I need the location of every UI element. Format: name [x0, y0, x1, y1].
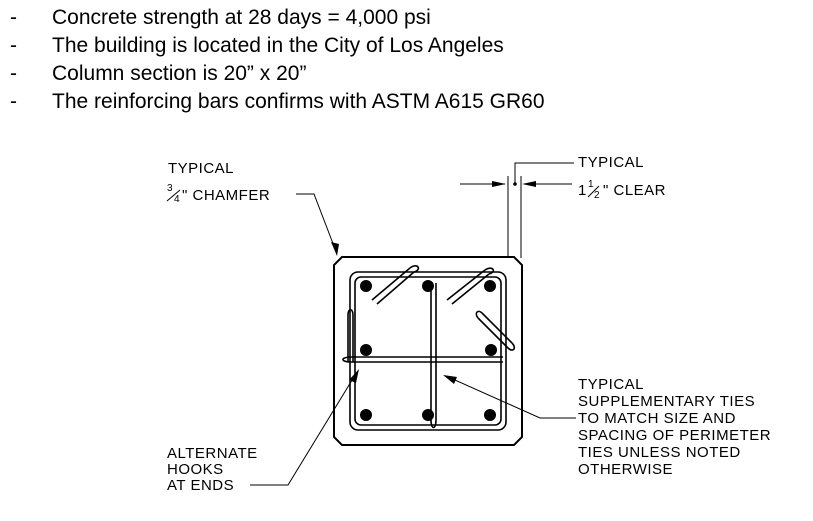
- ties-label-line5: TIES UNLESS NOTED: [578, 444, 741, 461]
- rebar-dot: [360, 280, 372, 292]
- chamfer-arrowhead: [331, 242, 339, 256]
- tie-hook-right: [475, 310, 516, 351]
- hooks-label-line3: AT ENDS: [167, 477, 234, 494]
- clear-arrowhead-right: [522, 181, 536, 187]
- note-item: - Column section is 20” x 20”: [0, 60, 700, 88]
- clear-dimension-dot: [513, 182, 517, 186]
- hooks-label-line1: ALTERNATE: [167, 445, 258, 462]
- column-outline: [333, 256, 523, 446]
- rebar-bars: [360, 280, 497, 421]
- clear-fraction-numerator: 1: [588, 179, 594, 190]
- clear-fraction-denominator: 2: [594, 190, 600, 201]
- chamfer-size-label: 3 4 " CHAMFER: [166, 183, 270, 205]
- hooks-label-line2: HOOKS: [167, 461, 224, 478]
- note-text: The building is located in the City of L…: [52, 34, 504, 57]
- tie-hook-left: [347, 308, 354, 362]
- hooks-leader: [250, 371, 358, 486]
- note-text: Column section is 20” x 20”: [52, 62, 307, 85]
- clear-whole-number: 1: [578, 182, 587, 199]
- ties-label-line2: SUPPLEMENTARY TIES: [578, 393, 755, 410]
- chamfer-fraction-denominator: 4: [174, 194, 180, 205]
- clear-text: " CLEAR: [603, 182, 666, 199]
- note-dash: -: [10, 6, 17, 29]
- perimeter-tie: [349, 271, 507, 431]
- rebar-dot: [484, 409, 496, 421]
- note-text: The reinforcing bars confirms with ASTM …: [52, 90, 545, 113]
- note-dash: -: [10, 34, 17, 57]
- chamfer-fraction-numerator: 3: [167, 183, 173, 194]
- clear-typical-label: TYPICAL: [578, 154, 644, 171]
- tie-hook-top: [371, 265, 420, 305]
- note-item: - Concrete strength at 28 days = 4,000 p…: [0, 4, 700, 32]
- note-dash: -: [10, 62, 17, 85]
- ties-label-line4: SPACING OF PERIMETER: [578, 427, 771, 444]
- rebar-dot: [422, 280, 434, 292]
- horizontal-tie: [342, 356, 503, 363]
- tie-hook-top-right: [446, 267, 495, 305]
- rebar-dot: [484, 280, 496, 292]
- note-item: - The building is located in the City of…: [0, 32, 700, 60]
- rebar-dot: [360, 344, 372, 356]
- clear-arrowhead-left: [492, 181, 506, 187]
- chamfer-leader: [296, 193, 338, 255]
- chamfer-typical-label: TYPICAL: [168, 160, 234, 177]
- clear-size-label: 1 1 2 " CLEAR: [578, 179, 666, 201]
- ties-label-line1: TYPICAL: [578, 376, 644, 393]
- rebar-dot: [360, 409, 372, 421]
- ties-arrowhead: [443, 375, 457, 384]
- note-dash: -: [10, 90, 17, 113]
- rebar-dot: [485, 344, 497, 356]
- note-item: - The reinforcing bars confirms with AST…: [0, 88, 700, 116]
- note-text: Concrete strength at 28 days = 4,000 psi: [52, 6, 431, 29]
- ties-label-line3: TO MATCH SIZE AND: [578, 410, 736, 427]
- vertical-tie: [430, 283, 437, 429]
- hooks-arrowhead: [349, 369, 359, 383]
- rebar-dot: [422, 409, 434, 421]
- clear-dimension: [460, 162, 574, 258]
- ties-label-line6: OTHERWISE: [578, 461, 673, 478]
- ties-leader: [445, 375, 576, 419]
- chamfer-text: " CHAMFER: [182, 187, 270, 204]
